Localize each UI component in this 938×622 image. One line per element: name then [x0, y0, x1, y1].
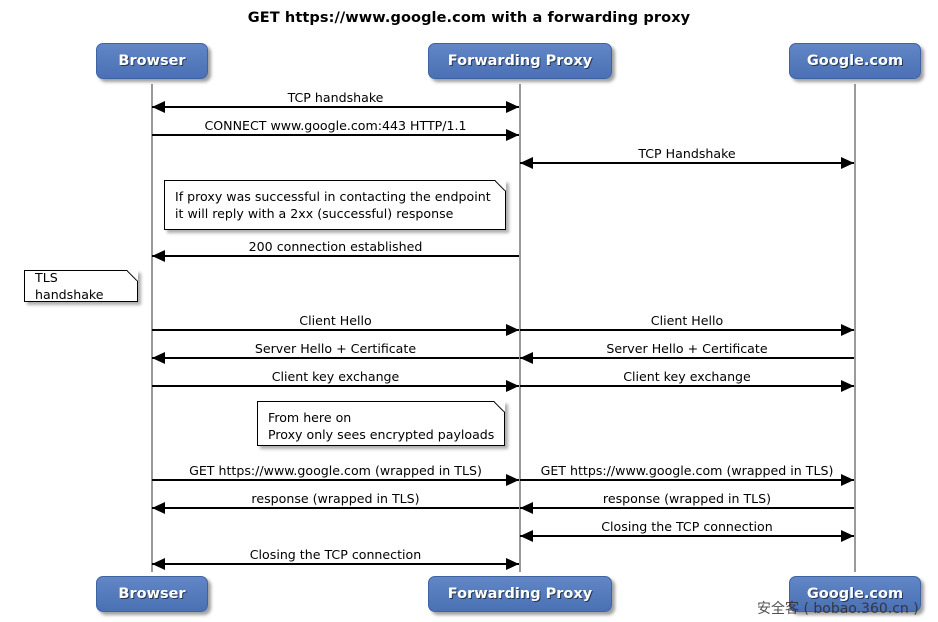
- arrowhead-left-icon: [520, 530, 533, 542]
- message-response-wrapped-google-proxy: response (wrapped in TLS): [520, 481, 854, 514]
- arrowhead-left-icon: [152, 101, 165, 113]
- message-label: GET https://www.google.com (wrapped in T…: [540, 463, 834, 479]
- message-line: [152, 134, 519, 136]
- note-fold-icon: [494, 401, 505, 412]
- participant-google-top[interactable]: Google.com: [789, 43, 921, 79]
- note-encrypted-payloads: From here on Proxy only sees encrypted p…: [257, 401, 505, 446]
- arrowhead-right-icon: [506, 129, 519, 141]
- message-response-wrapped-proxy-browser: response (wrapped in TLS): [152, 481, 519, 514]
- message-client-hello-browser-proxy: Client Hello: [152, 303, 519, 336]
- arrowhead-right-icon: [841, 474, 854, 486]
- lifeline-browser: [151, 84, 153, 572]
- arrowhead-right-icon: [506, 474, 519, 486]
- participant-proxy-bottom[interactable]: Forwarding Proxy: [428, 576, 612, 612]
- message-get-wrapped-proxy-google: GET https://www.google.com (wrapped in T…: [520, 453, 854, 486]
- message-label: Closing the TCP connection: [249, 547, 422, 563]
- participant-browser-bottom[interactable]: Browser: [96, 576, 208, 612]
- arrowhead-left-icon: [152, 250, 165, 262]
- arrowhead-right-icon: [841, 530, 854, 542]
- message-line: [152, 357, 519, 359]
- message-line: [152, 479, 519, 481]
- message-client-key-exchange-browser-proxy: Client key exchange: [152, 359, 519, 392]
- message-client-key-exchange-proxy-google: Client key exchange: [520, 359, 854, 392]
- message-label: Client key exchange: [271, 369, 400, 385]
- lifeline-google: [854, 84, 856, 572]
- lifeline-proxy: [519, 84, 521, 572]
- participant-google-bottom[interactable]: Google.com: [789, 576, 921, 612]
- message-label: Server Hello + Certificate: [254, 341, 417, 357]
- message-label: GET https://www.google.com (wrapped in T…: [189, 463, 482, 479]
- message-label: response (wrapped in TLS): [602, 491, 772, 507]
- message-line: [520, 535, 854, 537]
- message-tcp-handshake-browser-proxy: TCP handshake: [152, 80, 519, 113]
- message-label: Server Hello + Certificate: [606, 341, 768, 357]
- note-tls-handshake: TLS handshake: [24, 270, 138, 302]
- message-line: [152, 385, 519, 387]
- message-label: CONNECT www.google.com:443 HTTP/1.1: [204, 118, 467, 134]
- message-label: Client key exchange: [623, 369, 751, 385]
- message-line: [152, 563, 519, 565]
- arrowhead-left-icon: [152, 352, 165, 364]
- arrowhead-right-icon: [506, 101, 519, 113]
- message-label: Client Hello: [650, 313, 724, 329]
- arrowhead-right-icon: [841, 380, 854, 392]
- arrowhead-left-icon: [152, 558, 165, 570]
- page-title: GET https://www.google.com with a forwar…: [247, 10, 691, 26]
- message-line: [520, 357, 854, 359]
- participant-browser-top[interactable]: Browser: [96, 43, 208, 79]
- message-closing-tcp-browser-proxy: Closing the TCP connection: [152, 537, 519, 570]
- arrowhead-left-icon: [520, 352, 533, 364]
- message-line: [520, 162, 854, 164]
- arrowhead-left-icon: [152, 502, 165, 514]
- message-line: [520, 507, 854, 509]
- message-line: [152, 329, 519, 331]
- arrowhead-right-icon: [506, 558, 519, 570]
- watermark: 安全客 ( bobao.360.cn ): [757, 601, 919, 617]
- note-fold-icon: [127, 270, 138, 281]
- message-get-wrapped-browser-proxy: GET https://www.google.com (wrapped in T…: [152, 453, 519, 486]
- message-label: Client Hello: [299, 313, 372, 329]
- message-line: [152, 106, 519, 108]
- message-server-hello-google-proxy: Server Hello + Certificate: [520, 331, 854, 364]
- message-200-connection-established: 200 connection established: [152, 229, 519, 262]
- note-fold-icon: [495, 180, 506, 191]
- arrowhead-right-icon: [506, 380, 519, 392]
- message-label: TCP handshake: [287, 90, 384, 106]
- arrowhead-left-icon: [520, 157, 533, 169]
- participant-proxy-top[interactable]: Forwarding Proxy: [428, 43, 612, 79]
- arrowhead-right-icon: [506, 324, 519, 336]
- arrowhead-right-icon: [841, 157, 854, 169]
- message-connect: CONNECT www.google.com:443 HTTP/1.1: [152, 108, 519, 141]
- message-label: TCP Handshake: [638, 146, 736, 162]
- message-line: [152, 255, 519, 257]
- message-line: [152, 507, 519, 509]
- message-label: 200 connection established: [248, 239, 423, 255]
- arrowhead-right-icon: [841, 324, 854, 336]
- message-tcp-handshake-proxy-google: TCP Handshake: [520, 136, 854, 169]
- message-closing-tcp-proxy-google: Closing the TCP connection: [520, 509, 854, 542]
- note-proxy-success: If proxy was successful in contacting th…: [164, 180, 506, 230]
- message-line: [520, 385, 854, 387]
- message-client-hello-proxy-google: Client Hello: [520, 303, 854, 336]
- message-line: [520, 479, 854, 481]
- message-label: Closing the TCP connection: [601, 519, 773, 535]
- message-server-hello-proxy-browser: Server Hello + Certificate: [152, 331, 519, 364]
- arrowhead-left-icon: [520, 502, 533, 514]
- message-line: [520, 329, 854, 331]
- message-label: response (wrapped in TLS): [251, 491, 420, 507]
